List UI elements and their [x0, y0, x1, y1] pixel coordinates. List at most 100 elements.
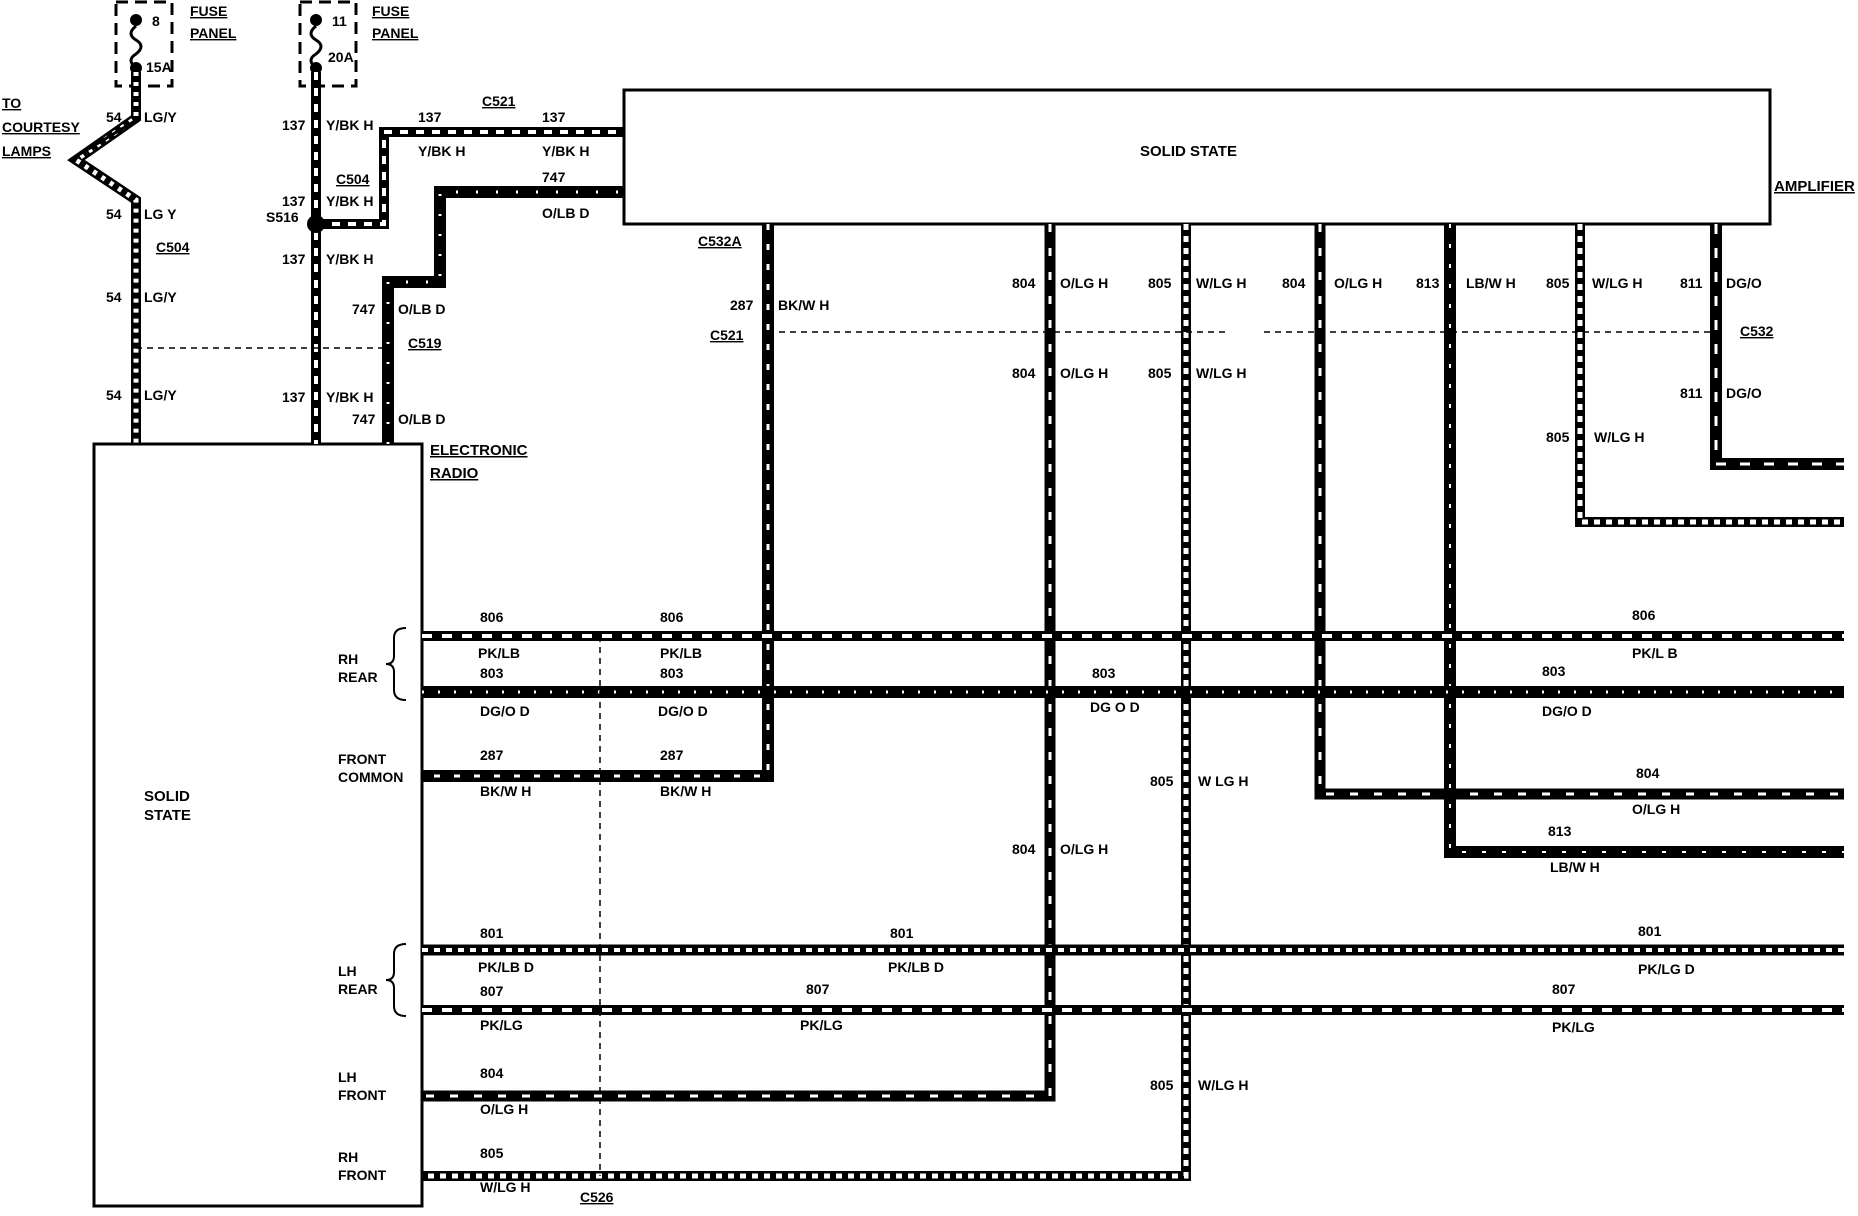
- svg-text:REAR: REAR: [338, 981, 378, 997]
- svg-text:C532A: C532A: [698, 233, 742, 249]
- wire-804-a: [422, 224, 1056, 1102]
- svg-text:PK/LB: PK/LB: [478, 645, 520, 661]
- svg-text:811: 811: [1680, 275, 1703, 291]
- svg-text:801: 801: [1638, 923, 1662, 939]
- svg-text:C521: C521: [482, 93, 516, 109]
- wire-811: [1710, 224, 1844, 470]
- svg-text:W/LG H: W/LG H: [1592, 275, 1643, 291]
- svg-text:805: 805: [1546, 275, 1570, 291]
- svg-text:747: 747: [352, 411, 376, 427]
- svg-text:W LG H: W LG H: [1198, 773, 1249, 789]
- svg-text:287: 287: [660, 747, 684, 763]
- svg-text:807: 807: [480, 983, 504, 999]
- svg-text:803: 803: [660, 665, 684, 681]
- svg-text:747: 747: [542, 169, 566, 185]
- svg-text:O/LG H: O/LG H: [1060, 275, 1108, 291]
- svg-text:137: 137: [282, 251, 306, 267]
- svg-text:DG/O: DG/O: [1726, 385, 1762, 401]
- svg-text:PANEL: PANEL: [190, 25, 237, 41]
- courtesy-lamps-label: TO COURTESY LAMPS: [2, 95, 80, 159]
- svg-text:BK/W H: BK/W H: [778, 297, 829, 313]
- wire-813: [1444, 224, 1844, 858]
- svg-text:801: 801: [480, 925, 504, 941]
- svg-text:Y/BK H: Y/BK H: [326, 193, 373, 209]
- radio-inner-label-2: STATE: [144, 807, 191, 824]
- radio-box: [92, 442, 424, 1208]
- svg-text:W/LG H: W/LG H: [1196, 365, 1247, 381]
- svg-text:806: 806: [1632, 607, 1656, 623]
- svg-text:11: 11: [332, 13, 347, 29]
- svg-text:805: 805: [1150, 773, 1174, 789]
- svg-text:54: 54: [106, 109, 122, 125]
- svg-text:287: 287: [730, 297, 754, 313]
- wire-805-b: [1575, 224, 1844, 527]
- svg-text:TO: TO: [2, 95, 21, 111]
- svg-text:C526: C526: [580, 1189, 614, 1205]
- svg-text:805: 805: [1546, 429, 1570, 445]
- svg-text:O/LB D: O/LB D: [398, 301, 445, 317]
- svg-text:DG/O D: DG/O D: [480, 703, 530, 719]
- svg-text:LB/W H: LB/W H: [1466, 275, 1516, 291]
- svg-text:W/LG H: W/LG H: [480, 1179, 531, 1195]
- svg-text:LG/Y: LG/Y: [144, 109, 177, 125]
- svg-text:806: 806: [480, 609, 504, 625]
- svg-text:20A: 20A: [328, 49, 354, 65]
- svg-text:LG Y: LG Y: [144, 206, 177, 222]
- radio-name-label-2: RADIO: [430, 465, 479, 482]
- svg-text:O/LG H: O/LG H: [1060, 365, 1108, 381]
- svg-text:806: 806: [660, 609, 684, 625]
- svg-text:54: 54: [106, 387, 122, 403]
- wire-287: [422, 224, 774, 782]
- svg-text:54: 54: [106, 289, 122, 305]
- svg-text:811: 811: [1680, 385, 1703, 401]
- svg-text:C532: C532: [1740, 323, 1774, 339]
- svg-text:FRONT: FRONT: [338, 1087, 387, 1103]
- svg-text:BK/W H: BK/W H: [660, 783, 711, 799]
- svg-text:REAR: REAR: [338, 669, 378, 685]
- svg-text:C504: C504: [336, 171, 370, 187]
- svg-text:S516: S516: [266, 209, 299, 225]
- svg-text:15A: 15A: [146, 59, 172, 75]
- svg-text:W/LG H: W/LG H: [1196, 275, 1247, 291]
- svg-text:O/LB D: O/LB D: [398, 411, 445, 427]
- svg-text:137: 137: [418, 109, 442, 125]
- amplifier-inner-label: SOLID STATE: [1140, 143, 1237, 160]
- svg-text:8: 8: [152, 13, 160, 29]
- svg-text:PK/LB: PK/LB: [660, 645, 702, 661]
- svg-text:BK/W H: BK/W H: [480, 783, 531, 799]
- svg-text:805: 805: [1148, 275, 1172, 291]
- wire-137: [307, 72, 624, 444]
- svg-text:PK/L B: PK/L B: [1632, 645, 1678, 661]
- svg-text:DG/O D: DG/O D: [658, 703, 708, 719]
- svg-text:Y/BK H: Y/BK H: [418, 143, 465, 159]
- svg-text:805: 805: [480, 1145, 504, 1161]
- svg-text:O/LB D: O/LB D: [542, 205, 589, 221]
- svg-text:PK/LG: PK/LG: [480, 1017, 523, 1033]
- svg-text:O/LG H: O/LG H: [1060, 841, 1108, 857]
- svg-text:137: 137: [282, 193, 306, 209]
- svg-text:LG/Y: LG/Y: [144, 289, 177, 305]
- svg-text:COURTESY: COURTESY: [2, 119, 80, 135]
- wire-805-a: [422, 224, 1191, 1181]
- svg-text:803: 803: [1542, 663, 1566, 679]
- svg-text:PK/LG: PK/LG: [800, 1017, 843, 1033]
- fuse-panel-8: 8 15A FUSE PANEL: [114, 0, 237, 88]
- svg-text:PK/LB D: PK/LB D: [888, 959, 944, 975]
- svg-text:747: 747: [352, 301, 376, 317]
- svg-text:W/LG H: W/LG H: [1198, 1077, 1249, 1093]
- svg-text:803: 803: [1092, 665, 1116, 681]
- svg-text:O/LG H: O/LG H: [1334, 275, 1382, 291]
- svg-text:813: 813: [1548, 823, 1572, 839]
- svg-text:FUSE: FUSE: [190, 3, 227, 19]
- svg-text:804: 804: [1012, 365, 1036, 381]
- svg-text:LB/W H: LB/W H: [1550, 859, 1600, 875]
- svg-text:LH: LH: [338, 963, 357, 979]
- svg-text:813: 813: [1416, 275, 1440, 291]
- svg-text:PANEL: PANEL: [372, 25, 419, 41]
- svg-text:C504: C504: [156, 239, 190, 255]
- svg-text:137: 137: [282, 389, 306, 405]
- svg-text:805: 805: [1150, 1077, 1174, 1093]
- svg-text:O/LG H: O/LG H: [1632, 801, 1680, 817]
- svg-text:C519: C519: [408, 335, 442, 351]
